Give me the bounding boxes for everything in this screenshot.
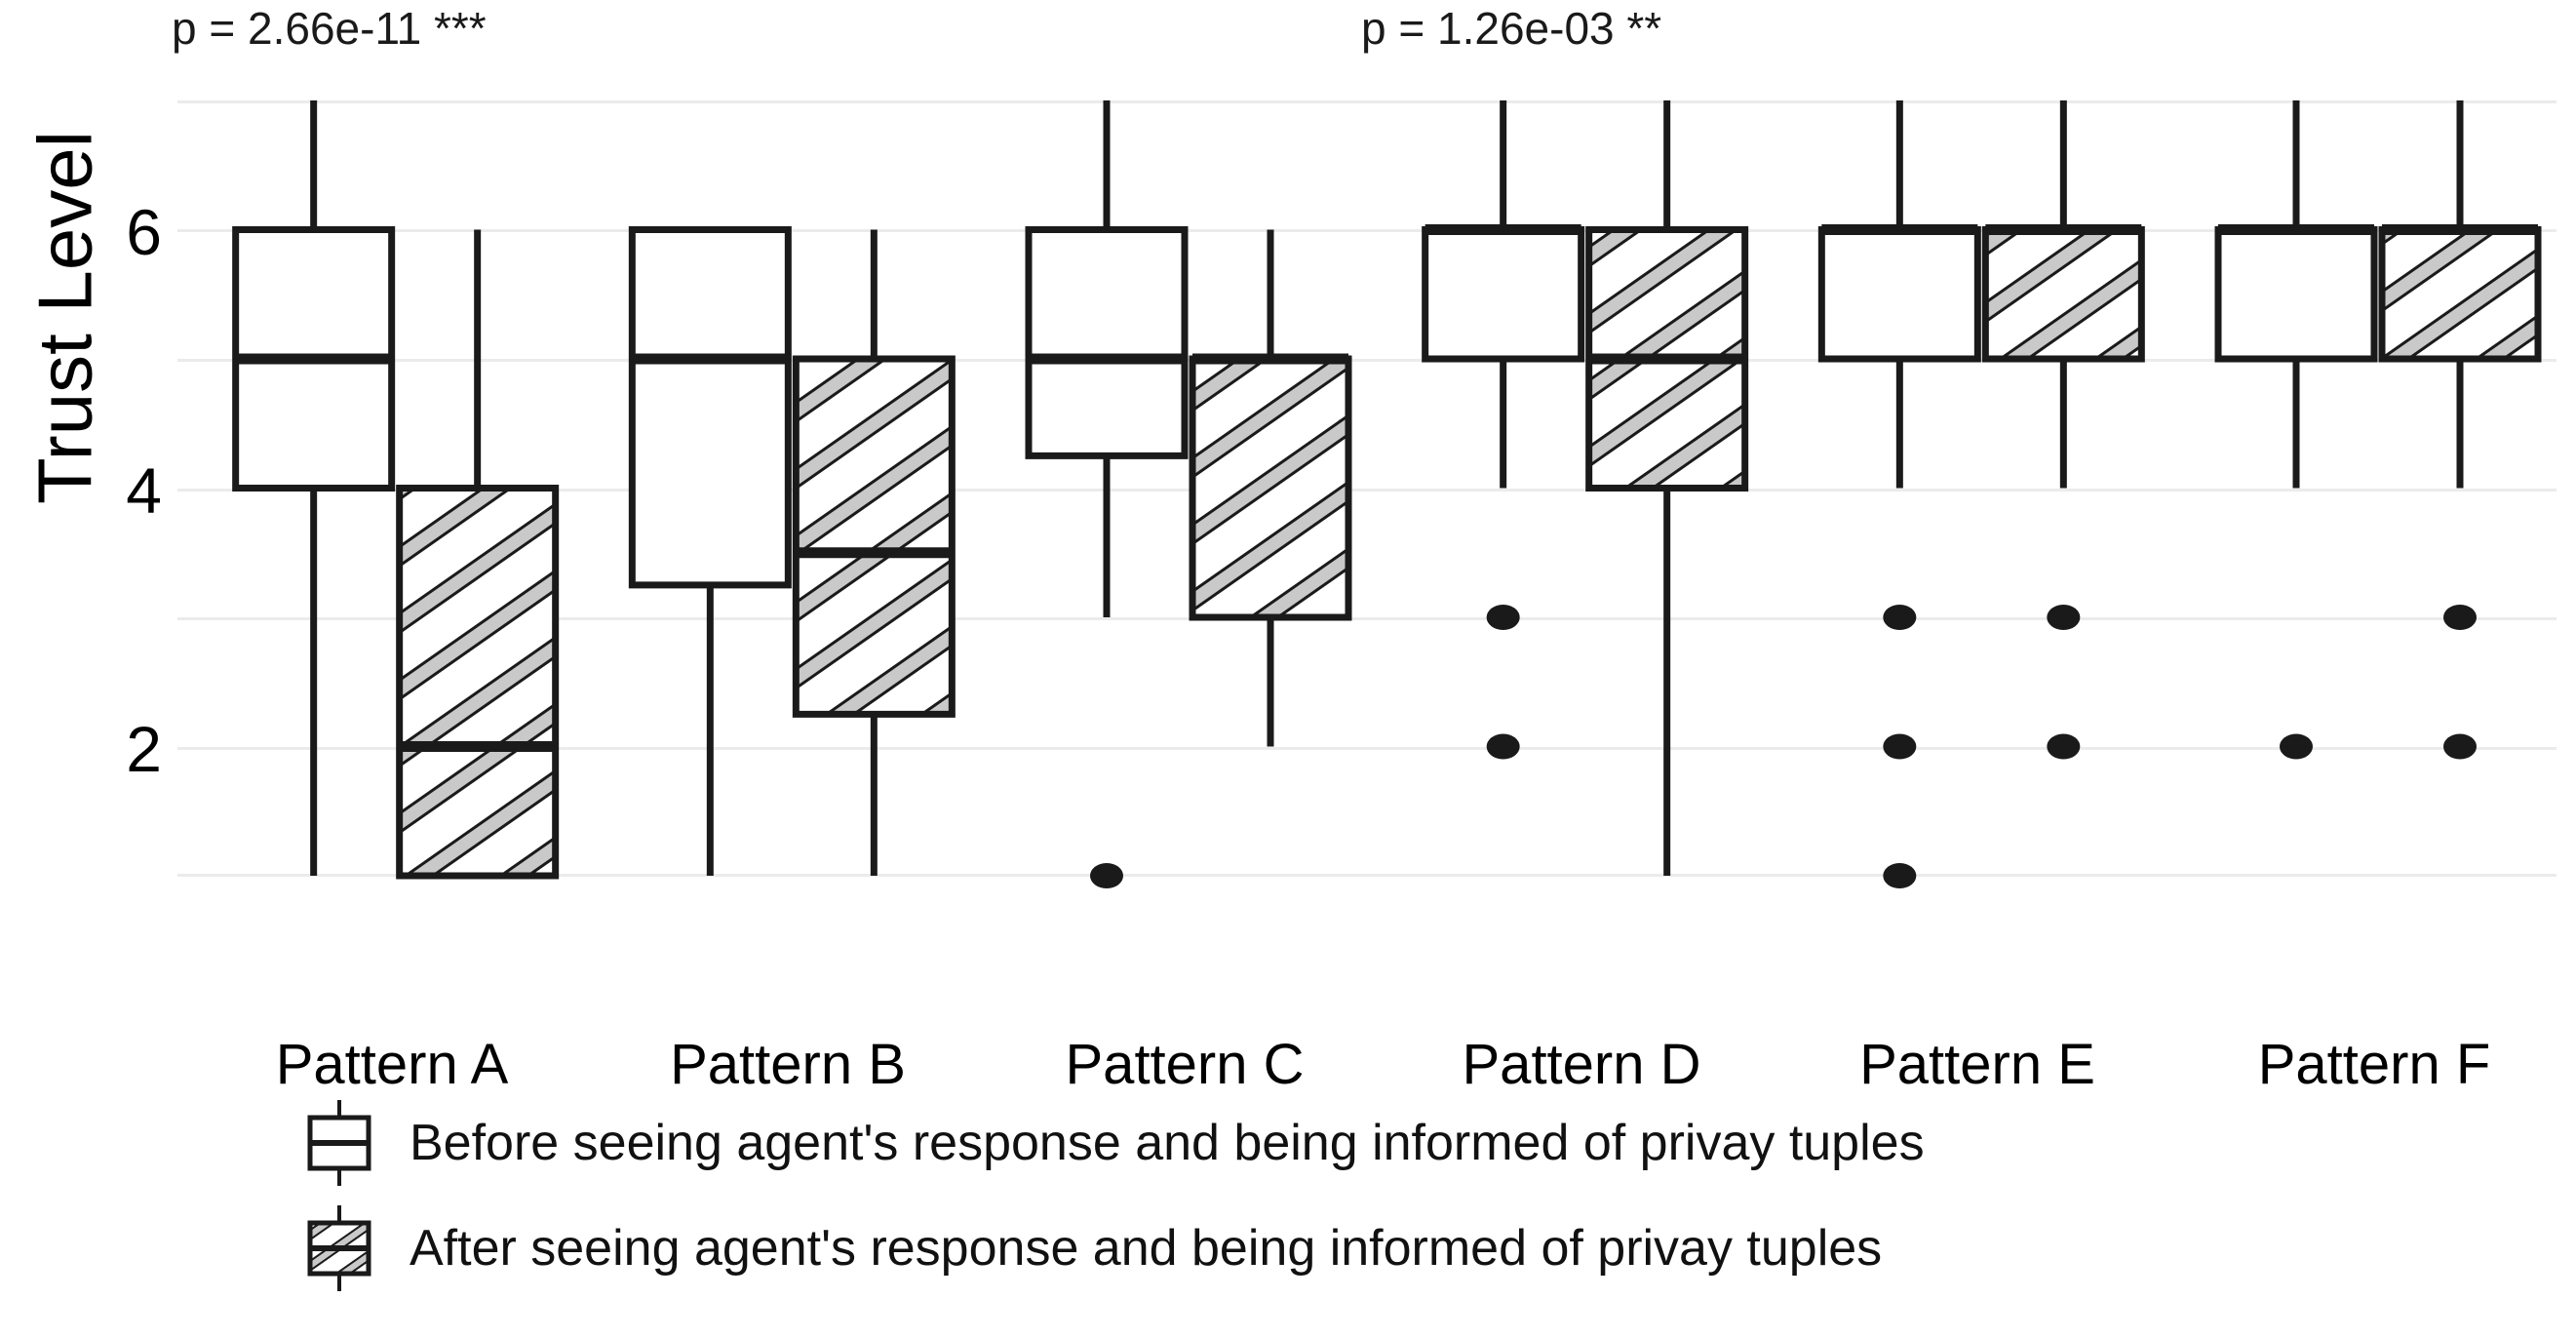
legend-item-before[interactable]: Before seeing agent's response and being… (302, 1090, 2252, 1196)
gridline-6 (177, 229, 2556, 232)
pvalue-annotation-pattern-d: p = 1.26e-03 ** (1361, 3, 1662, 54)
gridline-1 (177, 874, 2556, 877)
gridline-4 (177, 489, 2556, 492)
outlier-point (1486, 733, 1520, 760)
outlier-point (2047, 733, 2081, 760)
outlier-point (1486, 605, 1520, 630)
box-plot-svg (232, 100, 2542, 888)
boxplot-after-pattern-a (396, 229, 560, 880)
box (1025, 226, 1189, 459)
legend-label-after: After seeing agent's response and being … (410, 1220, 1883, 1277)
box (1817, 226, 1981, 363)
plot-area: Pattern A Pattern B Pattern C Pattern D … (177, 100, 2556, 1096)
y-axis-tick-4: 4 (126, 454, 162, 527)
x-axis-tick-pattern-c: Pattern C (1065, 1033, 1305, 1096)
boxplot-before-pattern-a (232, 100, 396, 876)
y-axis-tick-6: 6 (126, 196, 162, 268)
gridline-3 (177, 617, 2556, 620)
legend-item-after[interactable]: After seeing agent's response and being … (302, 1196, 2252, 1301)
box (2378, 226, 2542, 363)
box (792, 355, 956, 718)
legend-label-before: Before seeing agent's response and being… (410, 1115, 1925, 1171)
outlier-point (1883, 733, 1917, 760)
box (628, 226, 792, 589)
x-axis-tick-pattern-f: Pattern F (2257, 1033, 2491, 1096)
legend-key-before-icon (302, 1098, 376, 1188)
boxplot-after-pattern-b (792, 229, 956, 876)
outlier-point (1090, 863, 1123, 888)
gridline-5 (177, 359, 2556, 362)
boxplot-before-pattern-e (1817, 100, 1981, 888)
outlier-point (2443, 605, 2477, 630)
x-axis-tick-pattern-a: Pattern A (275, 1033, 509, 1096)
boxplot-after-pattern-e (1981, 100, 2145, 760)
gridline-7 (177, 100, 2556, 103)
boxplot-before-pattern-f (2214, 100, 2378, 760)
y-axis-tick-group: 6 4 2 (0, 0, 162, 1338)
box (1981, 226, 2145, 363)
outlier-point (2443, 733, 2477, 760)
x-axis-tick-pattern-d: Pattern D (1462, 1033, 1701, 1096)
boxplot-after-pattern-c (1189, 229, 1352, 747)
outlier-point (1883, 605, 1917, 630)
boxplot-after-pattern-f (2378, 100, 2542, 760)
outlier-point (2280, 733, 2313, 760)
x-axis-tick-pattern-e: Pattern E (1859, 1033, 2095, 1096)
box (1422, 226, 1585, 363)
legend-key-after-icon (302, 1203, 376, 1293)
pvalue-annotation-pattern-a: p = 2.66e-11 *** (172, 3, 487, 54)
boxplot-before-pattern-b (628, 226, 792, 876)
outlier-point (1883, 863, 1917, 888)
boxplot-before-pattern-d (1422, 100, 1585, 760)
box (2214, 226, 2378, 363)
legend: Before seeing agent's response and being… (302, 1090, 2252, 1301)
outlier-point (2047, 605, 2081, 630)
boxplot-before-pattern-c (1025, 100, 1189, 888)
box (1189, 355, 1352, 621)
x-axis-tick-pattern-b: Pattern B (670, 1033, 906, 1096)
gridline-2 (177, 747, 2556, 750)
box (396, 485, 560, 880)
boxplot-after-pattern-d (1585, 100, 1749, 876)
y-axis-tick-2: 2 (126, 713, 162, 785)
